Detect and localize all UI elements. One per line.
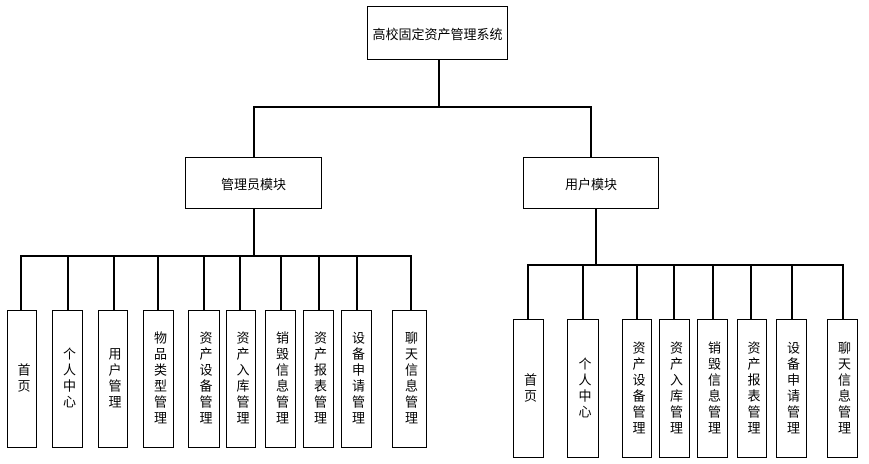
admin-drop-line — [410, 256, 412, 311]
admin-bus-line — [20, 255, 412, 257]
user-down-line — [595, 208, 597, 265]
admin-drop-line — [113, 256, 115, 311]
root-down-line — [438, 59, 440, 107]
user-up-line — [590, 106, 592, 158]
root-bus-line — [253, 106, 592, 108]
user-drop-line — [582, 265, 584, 320]
admin-leaf-node: 资产入库管理 — [226, 310, 256, 448]
user-leaf-node: 销毁信息管理 — [697, 319, 728, 458]
user-leaf-node: 资产报表管理 — [737, 319, 767, 458]
user-leaf-node: 资产设备管理 — [622, 319, 652, 458]
admin-leaf-node: 物品类型管理 — [143, 310, 174, 448]
admin-drop-line — [280, 256, 282, 311]
admin-leaf-node: 资产报表管理 — [303, 310, 334, 448]
admin-leaf-node: 设备申请管理 — [341, 310, 372, 448]
admin-drop-line — [239, 256, 241, 311]
user-leaf-node: 资产入库管理 — [659, 319, 690, 458]
admin-leaf-node: 销毁信息管理 — [265, 310, 296, 448]
admin-leaf-node: 个人中心 — [52, 310, 83, 448]
admin-leaf-node: 资产设备管理 — [188, 310, 220, 448]
admin-leaf-node: 用户管理 — [98, 310, 128, 448]
admin-drop-line — [20, 256, 22, 311]
admin-drop-line — [318, 256, 320, 311]
admin-drop-line — [67, 256, 69, 311]
user-drop-line — [842, 265, 844, 320]
user-leaf-node: 聊天信息管理 — [827, 319, 858, 458]
user-leaf-node: 首页 — [513, 319, 544, 458]
module-node-admin: 管理员模块 — [185, 157, 322, 209]
user-drop-line — [673, 265, 675, 320]
admin-drop-line — [356, 256, 358, 311]
user-drop-line — [527, 265, 529, 320]
root-node: 高校固定资产管理系统 — [367, 6, 508, 60]
user-drop-line — [712, 265, 714, 320]
module-node-user: 用户模块 — [523, 157, 659, 209]
user-drop-line — [791, 265, 793, 320]
admin-leaf-node: 聊天信息管理 — [392, 310, 427, 448]
user-leaf-node: 个人中心 — [567, 319, 599, 458]
admin-drop-line — [157, 256, 159, 311]
admin-leaf-node: 首页 — [7, 310, 37, 448]
user-bus-line — [527, 264, 844, 266]
admin-down-line — [253, 207, 255, 257]
user-drop-line — [750, 265, 752, 320]
user-leaf-node: 设备申请管理 — [776, 319, 807, 458]
admin-drop-line — [203, 256, 205, 311]
user-drop-line — [636, 265, 638, 320]
admin-up-line — [253, 106, 255, 158]
